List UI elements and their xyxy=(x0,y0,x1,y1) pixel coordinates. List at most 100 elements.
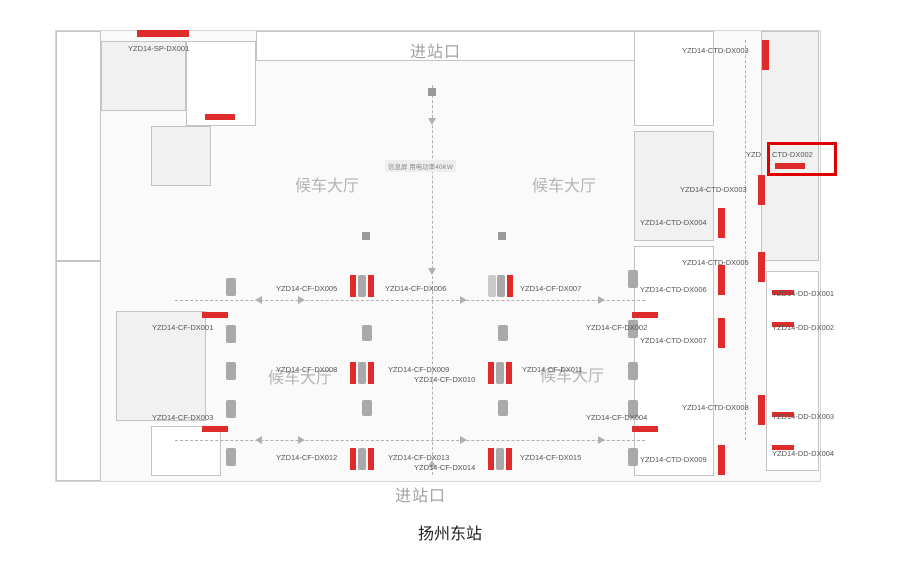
fixture xyxy=(362,325,372,341)
entrance-top: 进站口 xyxy=(410,44,462,61)
sign-marker xyxy=(718,318,725,348)
sign-marker xyxy=(632,426,658,432)
fixture xyxy=(496,448,504,470)
highlight-box xyxy=(767,142,837,176)
map-caption: 扬州东站 xyxy=(417,526,482,543)
sign-label: YZD14-DD-DX003 xyxy=(772,412,835,421)
hall-label: 候车大厅 xyxy=(540,368,605,385)
sign-marker xyxy=(632,312,658,318)
sign-marker xyxy=(350,275,356,297)
sign-marker xyxy=(506,362,512,384)
sign-marker xyxy=(758,175,765,205)
sign-label: YZD14-CF-DX009 xyxy=(388,365,450,374)
flow-arrow xyxy=(460,296,467,304)
room-block xyxy=(116,311,206,421)
sign-label: YZD14-DD-DX004 xyxy=(772,449,835,458)
sign-label: YZD14-CF-DX012 xyxy=(276,453,338,462)
sign-marker xyxy=(350,448,356,470)
fixture xyxy=(496,362,504,384)
sign-marker xyxy=(775,163,805,169)
sign-marker xyxy=(488,362,494,384)
entrance-bottom: 进站口 xyxy=(395,488,447,505)
fixture xyxy=(497,275,505,297)
corridor-line xyxy=(745,40,746,440)
sign-label: YZD14-CF-DX007 xyxy=(520,284,582,293)
fixture xyxy=(498,325,508,341)
sign-label: YZD14-CTD-DX004 xyxy=(640,218,707,227)
fixture xyxy=(498,400,508,416)
sign-marker xyxy=(368,448,374,470)
flow-arrow xyxy=(255,296,262,304)
sign-label: YZD14-CF-DX004 xyxy=(586,413,648,422)
column xyxy=(498,232,506,240)
column xyxy=(428,88,436,96)
sign-label: YZD14-CTD-DX006 xyxy=(640,285,707,294)
sign-label: YZD14-CF-DX008 xyxy=(276,365,338,374)
sign-label: YZD14-CTD-DX005 xyxy=(682,258,749,267)
room-block xyxy=(634,246,714,476)
sign-label: YZD14-CF-DX006 xyxy=(385,284,447,293)
room-block xyxy=(761,31,819,261)
flow-arrow xyxy=(460,436,467,444)
flow-arrow xyxy=(255,436,262,444)
flow-arrow xyxy=(428,118,436,125)
sign-label: YZD14-CF-DX015 xyxy=(520,453,582,462)
sign-marker xyxy=(368,362,374,384)
sign-label: YZD14-CTD-DX009 xyxy=(640,455,707,464)
flow-arrow xyxy=(428,268,436,275)
sign-label: YZD14-CTD-DX003 xyxy=(680,185,747,194)
sign-label: YZD14-CTD-DX008 xyxy=(682,403,749,412)
sign-label: YZD14-CF-DX001 xyxy=(152,323,214,332)
fixture xyxy=(628,448,638,466)
fixture xyxy=(488,275,496,297)
sign-label: YZD14-CF-DX010 xyxy=(414,375,476,384)
sign-marker xyxy=(772,445,794,450)
corridor-line xyxy=(175,300,645,301)
fixture xyxy=(628,270,638,288)
sign-marker xyxy=(758,395,765,425)
sign-label: YZD14-DD-DX002 xyxy=(772,323,835,332)
column xyxy=(362,232,370,240)
hall-label: 候车大厅 xyxy=(268,370,333,387)
flow-arrow xyxy=(598,296,605,304)
sign-label: YZD14-CF-DX013 xyxy=(388,453,450,462)
sign-marker xyxy=(758,252,765,282)
room-block xyxy=(256,31,636,61)
sign-marker xyxy=(762,40,769,70)
flow-arrow xyxy=(298,296,305,304)
sign-label: YZD14-SP-DX001 xyxy=(128,44,190,53)
fixture xyxy=(226,278,236,296)
fixture xyxy=(358,275,366,297)
room-block xyxy=(634,131,714,241)
sign-marker xyxy=(488,448,494,470)
station-floor-plan xyxy=(55,30,821,482)
sign-marker xyxy=(506,448,512,470)
sign-marker xyxy=(772,322,794,327)
highlight-label: CTD-DX002 xyxy=(772,150,813,159)
sign-marker xyxy=(718,445,725,475)
fixture xyxy=(226,400,236,418)
sign-label: YZD14-DD-DX001 xyxy=(772,289,835,298)
fixture xyxy=(358,362,366,384)
sign-label: YZD14-CTD-DX003 xyxy=(682,46,749,55)
sign-marker xyxy=(205,114,235,120)
power-note: 信息屏 用电功率40KW xyxy=(385,160,457,172)
sign-label: YZD14-CF-DX003 xyxy=(152,413,214,422)
sign-label: YZD14-CF-DX011 xyxy=(522,365,583,374)
fixture xyxy=(226,325,236,343)
room-block xyxy=(56,31,101,261)
sign-marker xyxy=(350,362,356,384)
fixture xyxy=(358,448,366,470)
hall-label: 候车大厅 xyxy=(532,178,597,195)
sign-marker xyxy=(718,208,725,238)
sign-marker xyxy=(772,412,794,417)
sign-label: YZD14-CF-DX002 xyxy=(586,323,648,332)
flow-arrow xyxy=(598,436,605,444)
room-block xyxy=(151,426,221,476)
flow-arrow xyxy=(428,460,436,467)
room-block xyxy=(186,41,256,126)
corridor-line xyxy=(175,440,645,441)
sign-label: YZD14-CF-DX014 xyxy=(414,463,476,472)
room-block xyxy=(766,271,819,471)
room-block xyxy=(56,261,101,481)
